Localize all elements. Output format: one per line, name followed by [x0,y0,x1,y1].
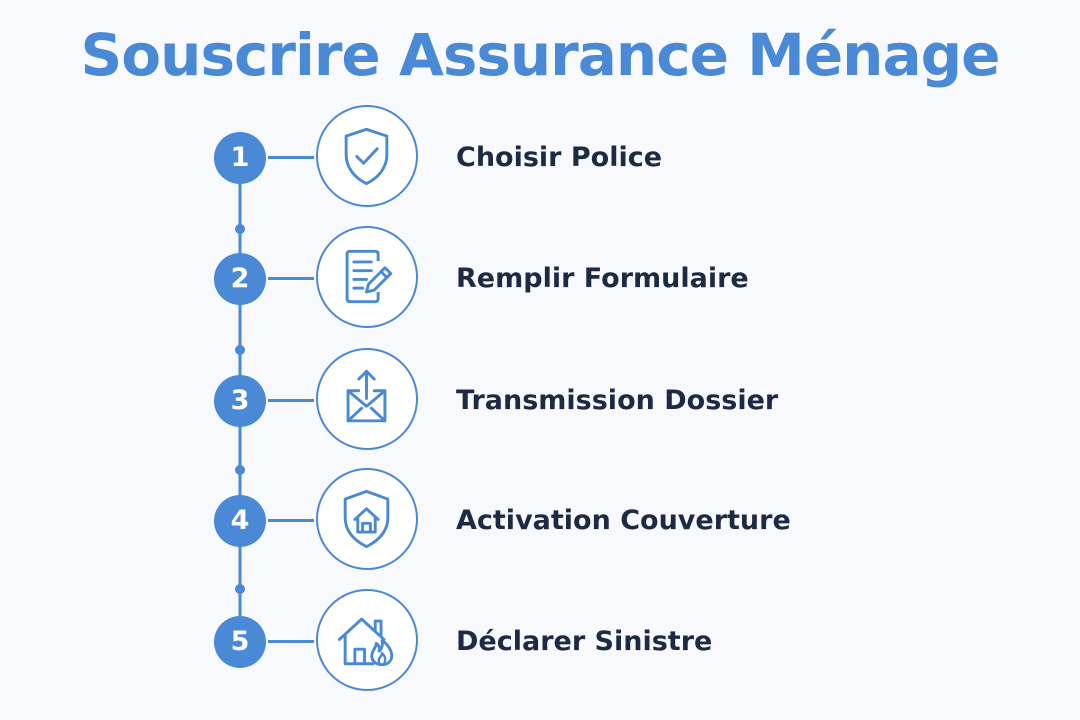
envelope-upload-icon [346,369,387,423]
step-connector [268,399,314,402]
document-pencil-icon [345,249,393,304]
step-1: 1 Choisir Police [0,103,1080,213]
step-icon-circle [316,105,418,207]
shield-check-icon [344,127,389,186]
step-label: Remplir Formulaire [456,263,749,294]
step-icon-circle [316,468,418,570]
step-number-badge: 4 [214,495,266,547]
step-label: Déclarer Sinistre [456,626,713,657]
step-4: 4 Activation Couverture [0,466,1080,576]
step-label: Transmission Dossier [456,385,779,416]
step-connector [268,640,314,643]
step-icon-circle [316,348,418,450]
step-label: Choisir Police [456,142,663,173]
step-connector [268,277,314,280]
step-icon-circle [316,589,418,691]
page-title: Souscrire Assurance Ménage [80,21,1001,89]
step-label: Activation Couverture [456,505,791,536]
step-5: 5 Déclarer Sinistre [0,587,1080,697]
step-icon-circle [316,226,418,328]
step-number-badge: 1 [214,132,266,184]
step-number-badge: 3 [214,375,266,427]
step-2: 2 Remplir Formulaire [0,224,1080,334]
step-connector [268,156,314,159]
step-number-badge: 2 [214,253,266,305]
step-number-badge: 5 [214,616,266,668]
step-3: 3 Transmission Dossier [0,346,1080,456]
step-connector [268,519,314,522]
house-fire-icon [337,617,394,667]
shield-house-icon [343,489,390,549]
